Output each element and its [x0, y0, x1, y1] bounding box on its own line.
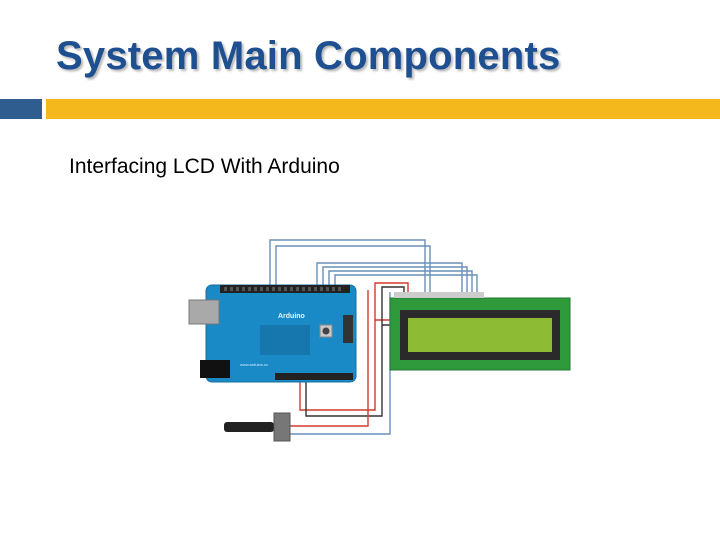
pot-body: [273, 412, 291, 442]
wire-2: [275, 245, 431, 292]
slide-title: System Main Components: [56, 34, 561, 78]
signal-wires: [269, 239, 478, 292]
wire-pot-1: [290, 290, 369, 427]
wire-4: [322, 266, 468, 292]
wire-3: [316, 262, 463, 292]
mcu-chip: [260, 325, 310, 355]
lcd-screen: [408, 318, 552, 352]
bullet-text: Interfacing LCD With Arduino: [69, 155, 340, 178]
wire-6: [334, 274, 478, 292]
lcd-pin-header: [394, 292, 484, 298]
lcd-module: [389, 292, 571, 371]
accent-bar-blue: [0, 99, 42, 119]
accent-bar-gold: [46, 99, 720, 119]
power-jack: [200, 360, 230, 378]
wire-red-power: [299, 282, 409, 411]
wire-1: [269, 239, 426, 292]
usb-connector: [188, 299, 220, 325]
board-label: Arduino: [278, 313, 305, 320]
arduino-lcd-wiring-diagram: Arduino www.arduino.cc: [188, 239, 571, 442]
header-pins: [224, 287, 341, 291]
board-sublabel: www.arduino.cc: [240, 362, 268, 367]
pot-knob: [224, 422, 274, 432]
arduino-board: Arduino www.arduino.cc: [188, 284, 357, 383]
wire-black-ground: [305, 286, 405, 417]
icsp-header: [343, 315, 353, 343]
power-analog-header: [275, 373, 353, 380]
potentiometer: [224, 412, 291, 442]
wire-5: [328, 270, 473, 292]
